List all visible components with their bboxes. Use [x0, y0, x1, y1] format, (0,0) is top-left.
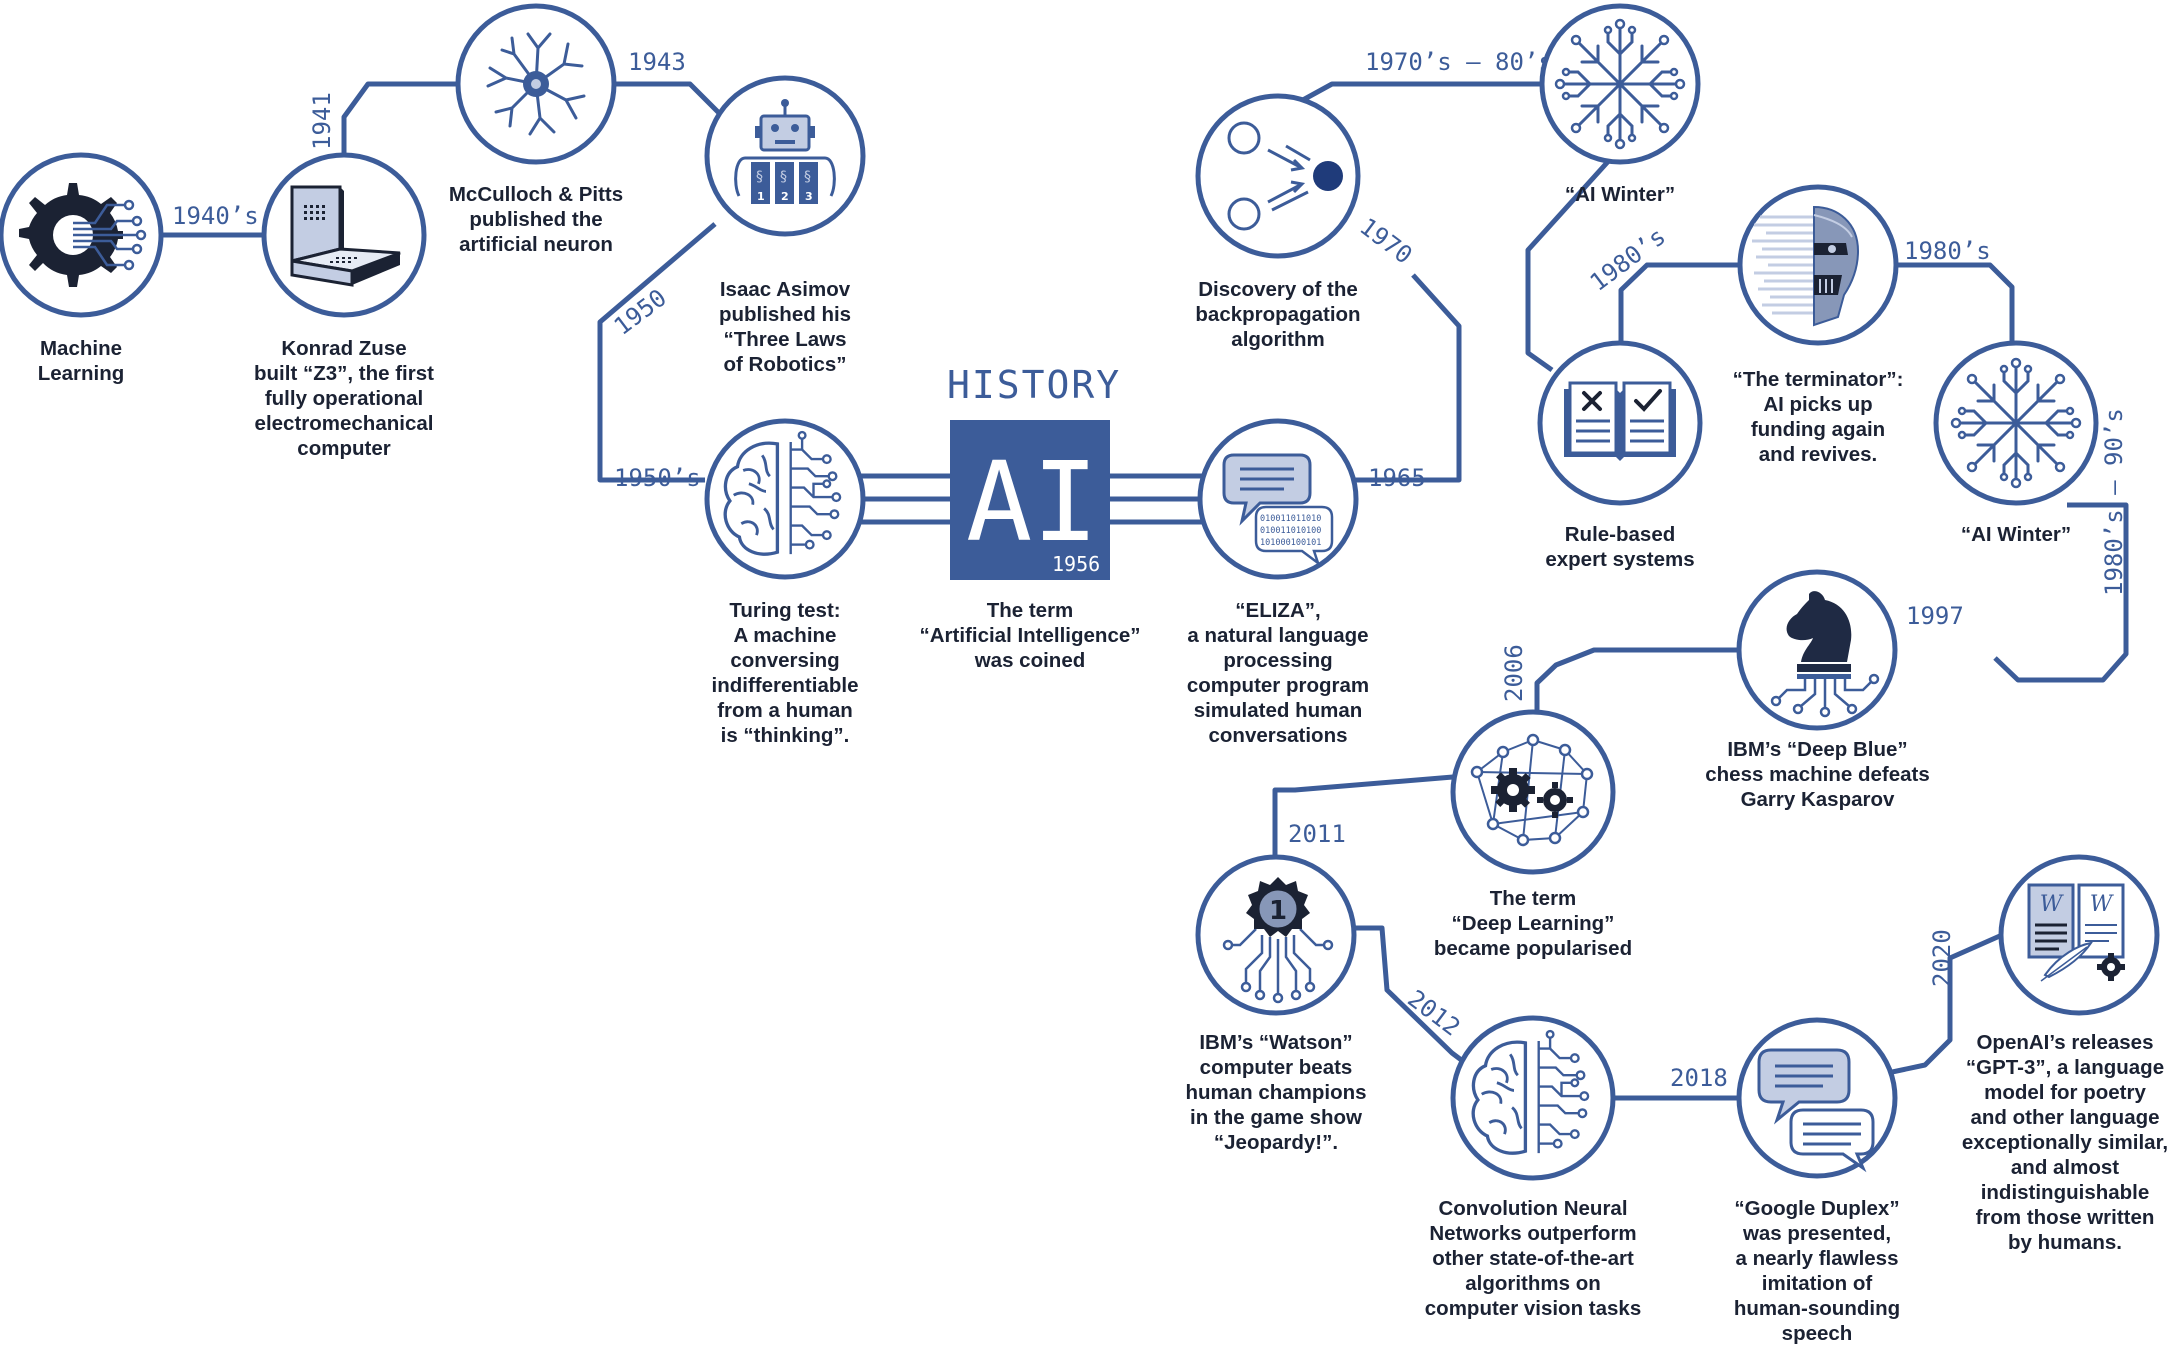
caption-watson: IBM’s “Watson” computer beats human cham…	[1185, 1031, 1367, 1154]
year-1940s: 1940’s	[172, 202, 259, 230]
year-1997: 1997	[1906, 602, 1964, 630]
year-1980s-b: 1980’s	[1904, 237, 1991, 265]
ai-chip-label: AI	[966, 438, 1098, 566]
page-title: HISTORY	[947, 363, 1121, 407]
chess-knight-icon	[1770, 591, 1880, 718]
terminator-face-icon	[1752, 205, 1860, 327]
binary-line-3: 101000100101	[1260, 538, 1321, 548]
gears-network-icon	[1470, 733, 1594, 847]
year-1965: 1965	[1368, 464, 1426, 492]
svg-text:§: §	[780, 169, 787, 185]
svg-text:W: W	[2040, 892, 2065, 917]
year-2020: 2020	[1928, 929, 1956, 987]
neuron-icon	[486, 32, 586, 136]
law-number-2: 2	[781, 190, 789, 203]
caption-cnn: Convolution Neural Networks outperform o…	[1424, 1197, 1642, 1320]
binary-line-2: 010011010100	[1260, 526, 1321, 536]
backpropagation-icon	[1227, 121, 1343, 231]
documents-quill-icon: W W	[2027, 883, 2125, 982]
year-1970s-80s: 1970’s – 80’s	[1365, 48, 1553, 76]
chat-binary-icon: 010011011010 010011010100 101000100101	[1222, 453, 1334, 567]
node-circles	[0, 3, 2160, 1181]
caption-ai-winter-2: “AI Winter”	[1960, 523, 2072, 546]
caption-ai-coined: The term “Artificial Intelligence” was c…	[919, 599, 1141, 672]
caption-ai-winter-1: “AI Winter”	[1564, 183, 1676, 206]
caption-deep-learning: The term “Deep Learning” became populari…	[1433, 887, 1633, 960]
year-1950s: 1950’s	[614, 464, 701, 492]
book-checkmark-icon	[1564, 381, 1676, 461]
year-1970: 1970	[1354, 212, 1417, 269]
year-2018: 2018	[1670, 1064, 1728, 1092]
svg-text:§: §	[756, 169, 763, 185]
caption-turing-test: Turing test: A machine conversing indiff…	[711, 599, 859, 747]
snowflake-circuit-icon	[1950, 357, 2082, 489]
caption-gpt3: OpenAI’s releases “GPT-3”, a language mo…	[1961, 1031, 2169, 1254]
caption-konrad-zuse: Konrad Zuse built “Z3”, the first fully …	[254, 337, 434, 460]
svg-text:W: W	[2090, 892, 2115, 917]
caption-machine-learning: Machine Learning	[37, 337, 125, 385]
snowflake-circuit-icon	[1554, 18, 1686, 150]
medal-number: 1	[1269, 896, 1287, 926]
caption-deep-blue: IBM’s “Deep Blue” chess machine defeats …	[1705, 738, 1930, 811]
year-2006: 2006	[1500, 644, 1528, 702]
year-1943: 1943	[628, 48, 686, 76]
law-number-3: 3	[805, 190, 813, 203]
caption-terminator: “The terminator”: AI picks up funding ag…	[1732, 368, 1904, 466]
medal-circuit-icon: 1	[1222, 877, 1334, 1004]
year-1980s-90s: 1980’s – 90’s	[2100, 408, 2128, 596]
year-1950: 1950	[609, 284, 672, 341]
speech-bubbles-icon	[1757, 1048, 1875, 1173]
caption-google-duplex: “Google Duplex” was presented, a nearly …	[1733, 1197, 1901, 1345]
year-1941: 1941	[308, 92, 336, 150]
ai-chip	[950, 420, 1110, 580]
caption-backpropagation: Discovery of the backpropagation algorit…	[1195, 278, 1361, 351]
robot-icon: § § § 1 2 3	[734, 99, 836, 204]
computer-terminal-icon	[290, 185, 401, 287]
ai-chip-year: 1956	[1052, 552, 1100, 576]
caption-isaac-asimov: Isaac Asimov published his “Three Laws o…	[718, 278, 852, 376]
caption-expert-systems: Rule-based expert systems	[1545, 523, 1695, 571]
svg-text:§: §	[804, 169, 811, 185]
year-2011: 2011	[1288, 820, 1346, 848]
binary-line-1: 010011011010	[1260, 514, 1321, 524]
caption-mcculloch-pitts: McCulloch & Pitts published the artifici…	[448, 183, 624, 256]
law-number-1: 1	[757, 190, 765, 203]
gear-circuit-icon	[19, 183, 147, 287]
caption-eliza: “ELIZA”, a natural language processing c…	[1186, 599, 1370, 747]
